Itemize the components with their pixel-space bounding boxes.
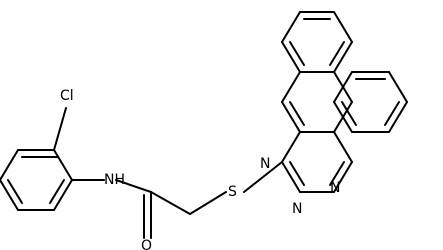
triazine-nitrogen-top-label: N <box>260 156 270 172</box>
atom-labels: Cl NH O S N N N <box>60 88 340 250</box>
sulfur-label: S <box>228 184 237 200</box>
chlorine-label: Cl <box>60 88 74 104</box>
amide-nh-label: NH <box>104 172 125 188</box>
carbonyl-oxygen-label: O <box>141 238 152 250</box>
bond-lines <box>0 11 408 239</box>
triazine-nitrogen-bottom-left-label: N <box>292 201 302 217</box>
triazine-nitrogen-bottom-right-label: N <box>330 180 340 196</box>
